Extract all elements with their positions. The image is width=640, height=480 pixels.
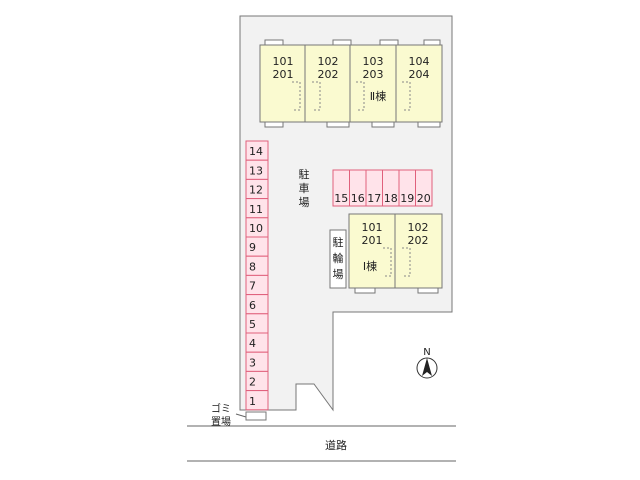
building-2-unit-3: 103 203 xyxy=(356,45,397,122)
b2-unit-103: 103 xyxy=(363,55,384,68)
trash-area: ゴミ 置場 xyxy=(211,402,267,428)
parking-spaces-left: 14 13 12 11 10 9 8 7 6 5 4 3 2 1 xyxy=(245,140,269,411)
bike-parking-char-2: 輪 xyxy=(333,251,344,265)
parking-label-char-1: 駐 xyxy=(299,167,310,181)
trash-label-top: ゴミ xyxy=(211,402,231,415)
parking-space-label: 19 xyxy=(400,192,414,205)
b2-unit-202: 202 xyxy=(318,68,339,81)
building-2-unit-4: 104 204 xyxy=(402,55,430,111)
b2-unit-104: 104 xyxy=(409,55,430,68)
parking-space-label: 5 xyxy=(249,318,256,331)
compass-label: N xyxy=(423,347,430,358)
parking-space-label: 2 xyxy=(249,376,256,389)
parking-space-label: 8 xyxy=(249,260,256,273)
bike-parking-char-3: 場 xyxy=(333,268,344,281)
parking-space-label: 4 xyxy=(249,337,256,350)
building-1-label: Ⅰ棟 xyxy=(363,259,377,273)
b1-unit-201: 201 xyxy=(362,234,383,247)
bike-parking: 駐 輪 場 xyxy=(329,229,347,289)
parking-space-label: 12 xyxy=(249,184,263,197)
parking-space-label: 1 xyxy=(249,395,256,408)
building-1: 101 201 102 202 Ⅰ棟 xyxy=(348,213,443,294)
building-2-label: Ⅱ棟 xyxy=(370,89,386,103)
parking-space-label: 9 xyxy=(249,241,256,254)
road-label: 道路 xyxy=(325,438,347,452)
north-arrow-icon: N xyxy=(416,347,438,379)
trash-label-bottom: 置場 xyxy=(211,415,231,428)
building-2-unit-2: 102 202 xyxy=(312,45,351,122)
b1-unit-202: 202 xyxy=(408,234,429,247)
parking-space-label: 20 xyxy=(417,192,431,205)
parking-space-label: 16 xyxy=(351,192,365,205)
parking-space-label: 14 xyxy=(249,145,263,158)
parking-label-char-3: 場 xyxy=(299,196,310,209)
b2-unit-204: 204 xyxy=(409,68,430,81)
parking-label-char-2: 車 xyxy=(299,181,310,195)
bike-parking-char-1: 駐 xyxy=(333,235,344,249)
b1-unit-101: 101 xyxy=(362,221,383,234)
b2-unit-101: 101 xyxy=(273,55,294,68)
b2-unit-203: 203 xyxy=(363,68,384,81)
parking-space-label: 10 xyxy=(249,222,263,235)
building-2-unit-1: 101 201 xyxy=(273,45,306,122)
building-2: 101 201 102 202 103 203 104 204 Ⅱ棟 xyxy=(259,39,443,128)
parking-space-label: 17 xyxy=(367,192,381,205)
parking-space-label: 7 xyxy=(249,280,256,293)
parking-space-label: 13 xyxy=(249,164,263,177)
b2-unit-102: 102 xyxy=(318,55,339,68)
parking-space-label: 3 xyxy=(249,356,256,369)
parking-space-label: 11 xyxy=(249,203,263,216)
b1-unit-102: 102 xyxy=(408,221,429,234)
parking-space-label: 18 xyxy=(384,192,398,205)
parking-space-label: 6 xyxy=(249,299,256,312)
parking-space xyxy=(415,169,433,207)
b2-unit-201: 201 xyxy=(273,68,294,81)
parking-space xyxy=(245,390,269,411)
parking-space-label: 15 xyxy=(334,192,348,205)
